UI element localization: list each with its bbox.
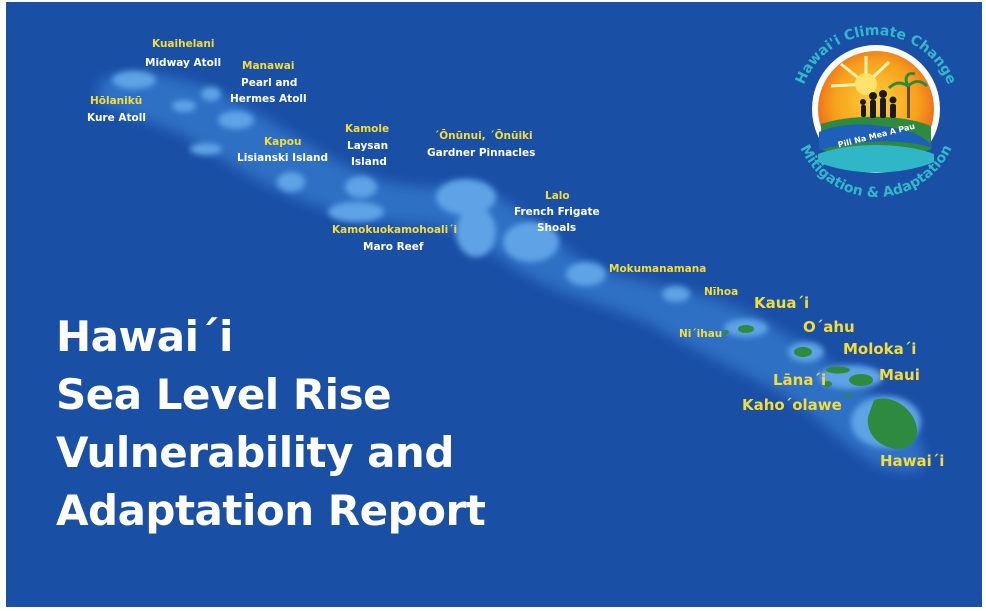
label-mokumanamana: Mokumanamana: [609, 263, 707, 275]
label-kapou: Kapou: [264, 136, 302, 148]
label-lisianski: Lisianski Island: [237, 152, 329, 164]
title-line-3: Vulnerability and: [56, 428, 454, 477]
cover-frame: Kuaihelani Midway Atoll Manawai Pearl an…: [6, 2, 982, 607]
label-hawaii: Hawai´i: [880, 452, 945, 470]
island-landmasses: [723, 325, 917, 449]
island-chain-map: [96, 71, 925, 472]
report-title: Hawai´i Sea Level Rise Vulnerability and…: [56, 308, 486, 540]
label-pearl-hermes-1: Pearl and: [241, 77, 298, 89]
label-oahu: O´ahu: [803, 318, 855, 336]
label-kuaihelani: Kuaihelani: [152, 38, 215, 50]
label-pearl-hermes-2: Hermes Atoll: [230, 93, 307, 105]
label-laysan-1: Laysan: [347, 140, 389, 152]
sun-icon: [855, 73, 877, 95]
title-line-1: Hawai´i: [56, 312, 233, 361]
label-maro-reef: Maro Reef: [363, 241, 424, 253]
reef-shoals: [112, 71, 921, 448]
label-kahoolawe: Kaho´olawe: [742, 396, 842, 414]
wave-icon: [818, 145, 934, 173]
label-midway-atoll: Midway Atoll: [145, 57, 222, 69]
title-line-2: Sea Level Rise: [56, 370, 392, 419]
label-molokai: Moloka´i: [843, 340, 917, 358]
label-lalo: Lalo: [545, 190, 570, 202]
label-gardner: Gardner Pinnacles: [427, 147, 536, 159]
label-niihau: Ni´ihau: [679, 328, 723, 340]
banner-icon: [819, 124, 933, 150]
label-kamokuokamohoalii: Kamokuokamohoali´i: [332, 224, 458, 236]
family-silhouette-icon: [860, 90, 897, 118]
shallow-water-band: [96, 73, 925, 472]
label-maui: Maui: [879, 366, 920, 384]
label-kauai: Kaua´i: [754, 294, 810, 312]
climate-commission-logo: Pili Na Mea A Pau Hawai'i Climate Change…: [793, 23, 960, 201]
label-laysan-2: Island: [351, 156, 387, 168]
palm-tree-icon: [887, 72, 929, 118]
label-nihoa: Nīhoa: [704, 286, 739, 298]
label-kamole: Kamole: [345, 123, 390, 135]
label-french-frigate-1: French Frigate: [514, 206, 600, 218]
label-kure-atoll: Kure Atoll: [87, 112, 146, 124]
label-french-frigate-2: Shoals: [537, 222, 577, 234]
label-lanai: Lāna´i: [773, 371, 827, 389]
title-line-4: Adaptation Report: [56, 486, 486, 535]
label-manawai: Manawai: [242, 60, 295, 72]
label-onunui: ´Ōnūnui, ´Ōnūiki: [434, 130, 533, 142]
label-holaniku: Hōlanikū: [90, 95, 143, 107]
